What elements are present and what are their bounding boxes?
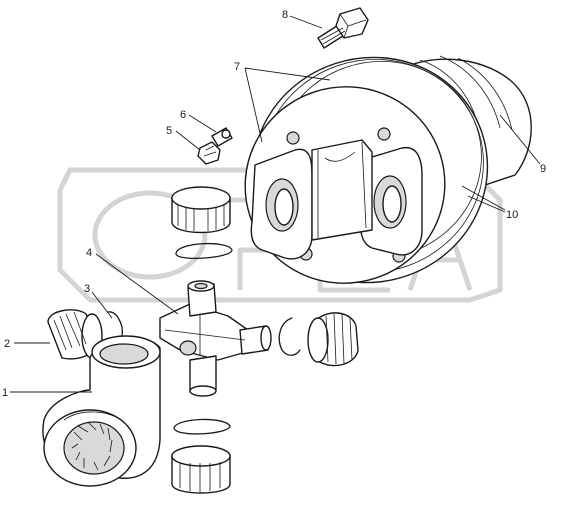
callout-2: 2: [4, 338, 10, 350]
bolt-part-8: [317, 7, 369, 49]
callout-7: 7: [234, 61, 240, 73]
callout-10: 10: [506, 209, 518, 221]
leader-lines: [10, 15, 541, 393]
callout-1: 1: [2, 387, 8, 399]
bolt-hole: [377, 127, 391, 141]
callout-9: 9: [540, 163, 546, 175]
spider-cross-part-4: [159, 280, 272, 397]
bearing-cup-top: [171, 186, 231, 234]
bolt-hole: [286, 131, 300, 145]
snap-ring-right: [278, 317, 301, 356]
grease-fitting-part-5-6: [197, 127, 233, 165]
snap-ring-top: [175, 242, 233, 259]
callout-8: 8: [282, 9, 288, 21]
callout-4: 4: [86, 247, 92, 259]
callout-3: 3: [84, 283, 90, 295]
bearing-cup-bottom: [171, 445, 231, 494]
callout-5: 5: [166, 125, 172, 137]
flange-yoke-assembly: [244, 55, 532, 284]
bearing-cup-right: [307, 312, 359, 367]
callout-6: 6: [180, 109, 186, 121]
callout-labels: 1 2 3 4 5 6 7 8 9 10: [2, 9, 546, 399]
slip-yoke-part-1: [42, 335, 161, 487]
snap-ring-bottom: [173, 418, 231, 435]
